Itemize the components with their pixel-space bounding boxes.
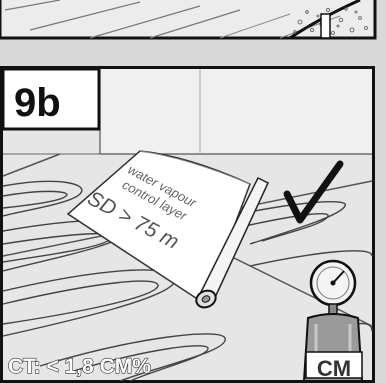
previous-step-panel [0, 0, 386, 40]
step-9b-illustration: water vapour control layer SD > 75 m CM … [0, 66, 386, 383]
previous-step-illustration [0, 0, 386, 40]
back-wall [100, 69, 372, 154]
cm-device-icon: CM [304, 261, 362, 381]
cm-device-label: CM [317, 356, 351, 381]
step-label: 9b [14, 81, 61, 125]
ct-label: CT: < 1,8 CM% [8, 355, 151, 378]
step-9b-panel: water vapour control layer SD > 75 m CM … [0, 66, 386, 383]
probe-icon [321, 14, 330, 38]
